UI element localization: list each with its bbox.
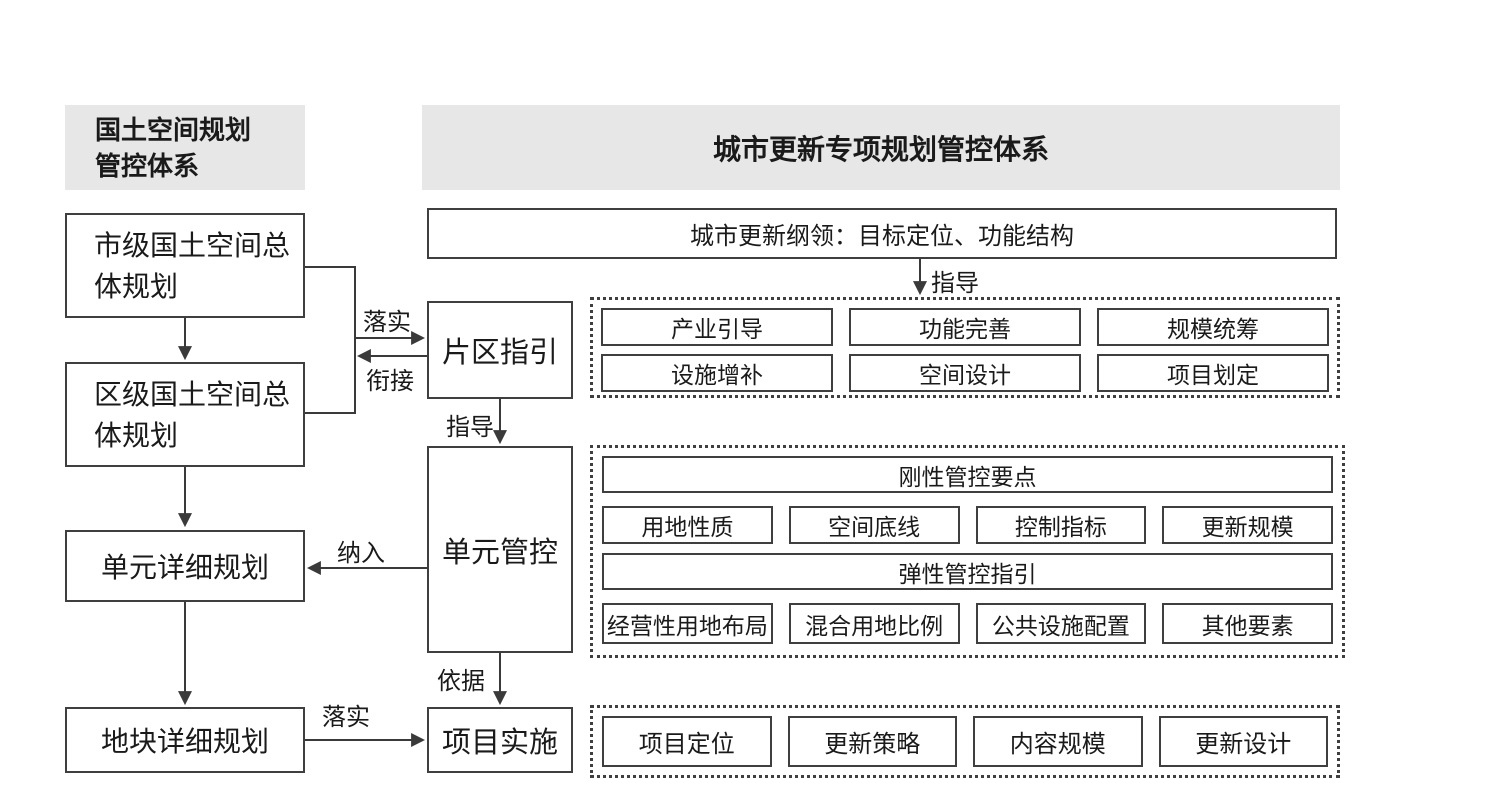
dotted-group-project: 项目定位 更新策略 内容规模 更新设计 bbox=[590, 705, 1340, 778]
item-other-elements: 其他要素 bbox=[1162, 603, 1333, 644]
box-project-implementation-label: 项目实施 bbox=[441, 727, 558, 759]
item-mixed-land-ratio: 混合用地比例 bbox=[788, 603, 960, 644]
item-project-positioning: 项目定位 bbox=[602, 716, 772, 767]
item-facility-supplement: 设施增补 bbox=[601, 354, 833, 392]
edge-label-implement-bottom: 落实 bbox=[322, 704, 370, 731]
left-header-line1: 国土空间规划 bbox=[95, 115, 252, 145]
item-renewal-strategy: 更新策略 bbox=[787, 716, 957, 767]
item-control-indicators: 控制指标 bbox=[975, 506, 1147, 544]
box-unit-control: 单元管控 bbox=[427, 446, 573, 653]
box-city-master-plan-label: 市级国土空间总体规划 bbox=[94, 230, 291, 302]
box-project-implementation: 项目实施 bbox=[427, 707, 573, 773]
box-unit-detailed-plan-label: 单元详细规划 bbox=[100, 552, 269, 583]
item-scale-coordination: 规模统筹 bbox=[1097, 308, 1329, 346]
edge-label-implement-top: 落实 bbox=[363, 309, 411, 336]
item-commercial-land-layout: 经营性用地布局 bbox=[602, 603, 773, 644]
left-system-header: 国土空间规划 管控体系 bbox=[65, 105, 305, 190]
item-project-delineation: 项目划定 bbox=[1097, 354, 1329, 392]
box-unit-control-label: 单元管控 bbox=[441, 536, 558, 569]
box-renewal-program: 城市更新纲领：目标定位、功能结构 bbox=[427, 208, 1337, 259]
box-area-guideline: 片区指引 bbox=[427, 301, 573, 399]
dotted-group-unit-control: 刚性管控要点 用地性质 空间底线 控制指标 更新规模 弹性管控指引 经营性用地布… bbox=[590, 445, 1345, 658]
item-function-improvement: 功能完善 bbox=[849, 308, 1081, 346]
box-district-master-plan: 区级国土空间总体规划 bbox=[65, 362, 305, 467]
item-space-design: 空间设计 bbox=[849, 354, 1081, 392]
dotted-group-guidance: 产业引导 功能完善 规模统筹 设施增补 空间设计 项目划定 bbox=[590, 297, 1340, 398]
box-area-guideline-label: 片区指引 bbox=[441, 337, 558, 369]
item-content-scale: 内容规模 bbox=[973, 716, 1143, 767]
item-industry-guidance: 产业引导 bbox=[601, 308, 833, 346]
edge-label-guide-mid: 指导 bbox=[446, 414, 494, 441]
edge-label-incorporate: 纳入 bbox=[337, 540, 385, 567]
box-unit-detailed-plan: 单元详细规划 bbox=[65, 530, 305, 602]
box-plot-detailed-plan: 地块详细规划 bbox=[65, 707, 305, 773]
item-public-facility-config: 公共设施配置 bbox=[975, 603, 1147, 644]
box-plot-detailed-plan-label: 地块详细规划 bbox=[100, 726, 269, 757]
edge-label-basis: 依据 bbox=[437, 668, 485, 695]
edge-label-guide-right: 指导 bbox=[931, 270, 979, 297]
box-city-master-plan: 市级国土空间总体规划 bbox=[65, 213, 305, 318]
flexible-control-title-box: 弹性管控指引 bbox=[602, 553, 1333, 590]
box-renewal-program-label: 城市更新纲领：目标定位、功能结构 bbox=[690, 223, 1074, 250]
item-land-use-nature: 用地性质 bbox=[602, 506, 773, 544]
bracket-city-district bbox=[305, 266, 356, 414]
rigid-control-title-box: 刚性管控要点 bbox=[602, 456, 1333, 493]
box-district-master-plan-label: 区级国土空间总体规划 bbox=[94, 379, 291, 451]
edge-label-connect: 衔接 bbox=[366, 368, 414, 395]
right-system-header: 城市更新专项规划管控体系 bbox=[422, 105, 1340, 190]
item-space-bottom-line: 空间底线 bbox=[788, 506, 960, 544]
item-renewal-design: 更新设计 bbox=[1158, 716, 1328, 767]
right-header-label: 城市更新专项规划管控体系 bbox=[712, 133, 1049, 165]
item-renewal-scale: 更新规模 bbox=[1162, 506, 1333, 544]
left-header-line2: 管控体系 bbox=[95, 151, 200, 181]
rigid-items-row: 用地性质 空间底线 控制指标 更新规模 bbox=[602, 506, 1333, 544]
flexible-items-row: 经营性用地布局 混合用地比例 公共设施配置 其他要素 bbox=[602, 603, 1333, 644]
